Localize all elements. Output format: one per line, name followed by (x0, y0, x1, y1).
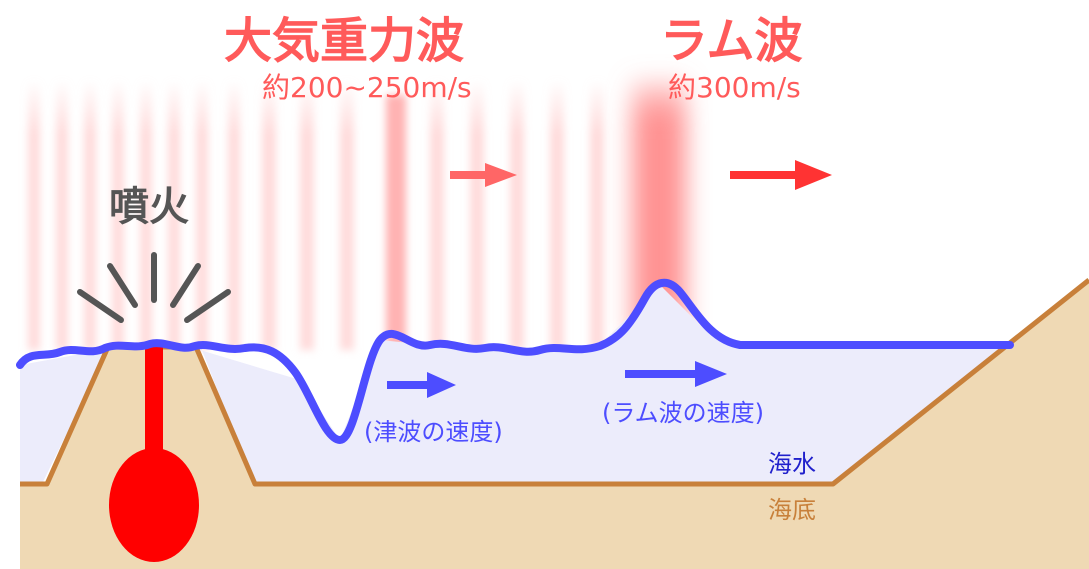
sea-water-body (20, 285, 1010, 488)
sea-water-label: 海水 (768, 450, 816, 478)
seabed (20, 280, 1089, 569)
gravity-wave-speed: 約200~250m/s (262, 71, 472, 104)
arrow-right-icon (450, 163, 517, 187)
stripe (140, 80, 152, 350)
stripe (470, 80, 484, 350)
eruption-label: 噴火 (109, 184, 189, 230)
magma-conduit (145, 345, 163, 475)
gravity-wave-title: 大気重力波 (224, 13, 464, 69)
stripe (590, 80, 604, 350)
lamb-wave-speed: 約300m/s (668, 71, 801, 104)
stripe (196, 80, 208, 350)
magma-chamber-icon (109, 448, 199, 562)
left-margin (0, 0, 18, 569)
stripe (550, 80, 564, 350)
water-surface (16, 279, 1014, 444)
stripe (84, 80, 96, 350)
stripe (386, 95, 406, 350)
stripe (168, 80, 180, 350)
gravity-wave-stripes (28, 80, 604, 350)
tsunami-speed-label: (津波の速度) (364, 418, 503, 446)
sea-floor-label: 海底 (768, 496, 816, 524)
arrow-right-icon (730, 160, 832, 190)
arrow-right-icon (625, 361, 727, 387)
stripe (510, 80, 524, 350)
stripe (28, 80, 40, 350)
lamb-wave-title: ラム波 (660, 13, 803, 69)
lamb-wave-speed-label: (ラム波の速度) (602, 399, 764, 427)
stripe (262, 80, 276, 350)
arrow-right-icon (387, 372, 456, 398)
stripe (228, 80, 240, 350)
stripe (340, 80, 354, 350)
stripe (300, 80, 314, 350)
eruption-burst-icon (77, 252, 231, 323)
stripe (56, 80, 68, 350)
stripe (430, 80, 444, 350)
